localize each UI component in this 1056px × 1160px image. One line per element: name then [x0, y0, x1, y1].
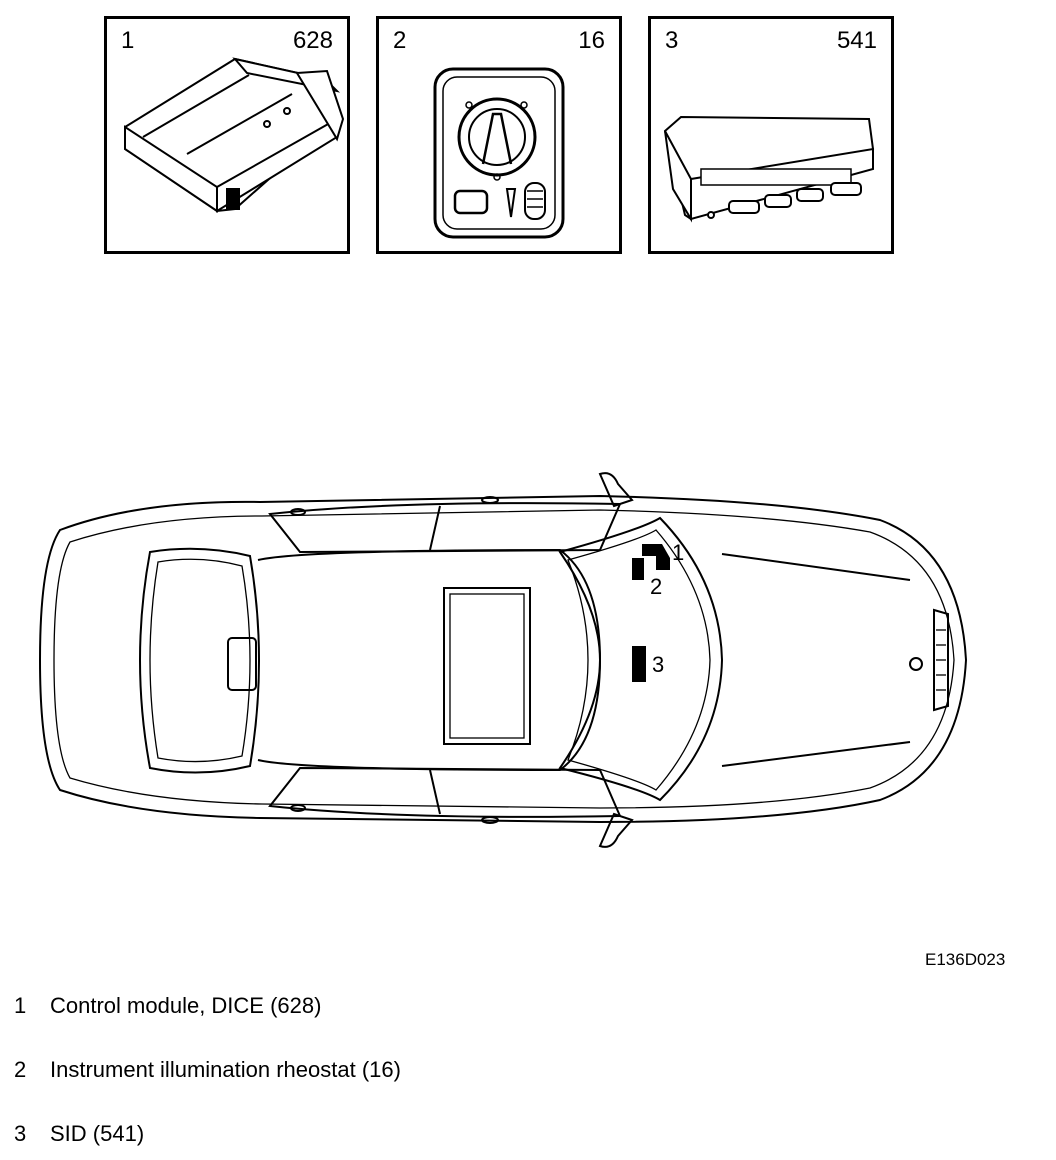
legend-text: Instrument illumination rheostat (16): [50, 1057, 401, 1082]
callout-3: 3: [652, 652, 664, 677]
dice-module-drawing: [124, 57, 345, 213]
figure-code: E136D023: [925, 950, 1006, 969]
panel-sid: 3 541: [648, 16, 894, 254]
panel-number: 3: [665, 27, 679, 54]
panel-component-code: 16: [578, 27, 605, 54]
legend-number: 2: [14, 1057, 27, 1082]
panel-component-code: 541: [836, 27, 877, 54]
panel-dice-module: 1 628: [104, 16, 350, 254]
panel-number: 1: [121, 27, 135, 54]
sid-display-drawing: [663, 115, 875, 223]
marker-sid: [632, 646, 646, 682]
legend-number: 1: [14, 993, 27, 1018]
car-top-view: 1 2 3: [38, 472, 968, 848]
legend-item: 3 SID (541): [14, 1121, 144, 1147]
callout-1: 1: [672, 540, 684, 565]
legend-item: 2 Instrument illumination rheostat (16): [14, 1057, 401, 1083]
rheostat-switch-drawing: [433, 67, 565, 239]
callout-2: 2: [650, 574, 662, 599]
legend-item: 1 Control module, DICE (628): [14, 993, 321, 1019]
legend-number: 3: [14, 1121, 27, 1146]
marker-rheostat: [632, 558, 644, 580]
panel-rheostat: 2 16: [376, 16, 622, 254]
panel-component-code: 628: [292, 27, 333, 54]
marker-dice-module: [642, 544, 670, 570]
panel-number: 2: [393, 27, 407, 54]
legend-text: Control module, DICE (628): [50, 993, 322, 1018]
legend-text: SID (541): [50, 1121, 145, 1146]
